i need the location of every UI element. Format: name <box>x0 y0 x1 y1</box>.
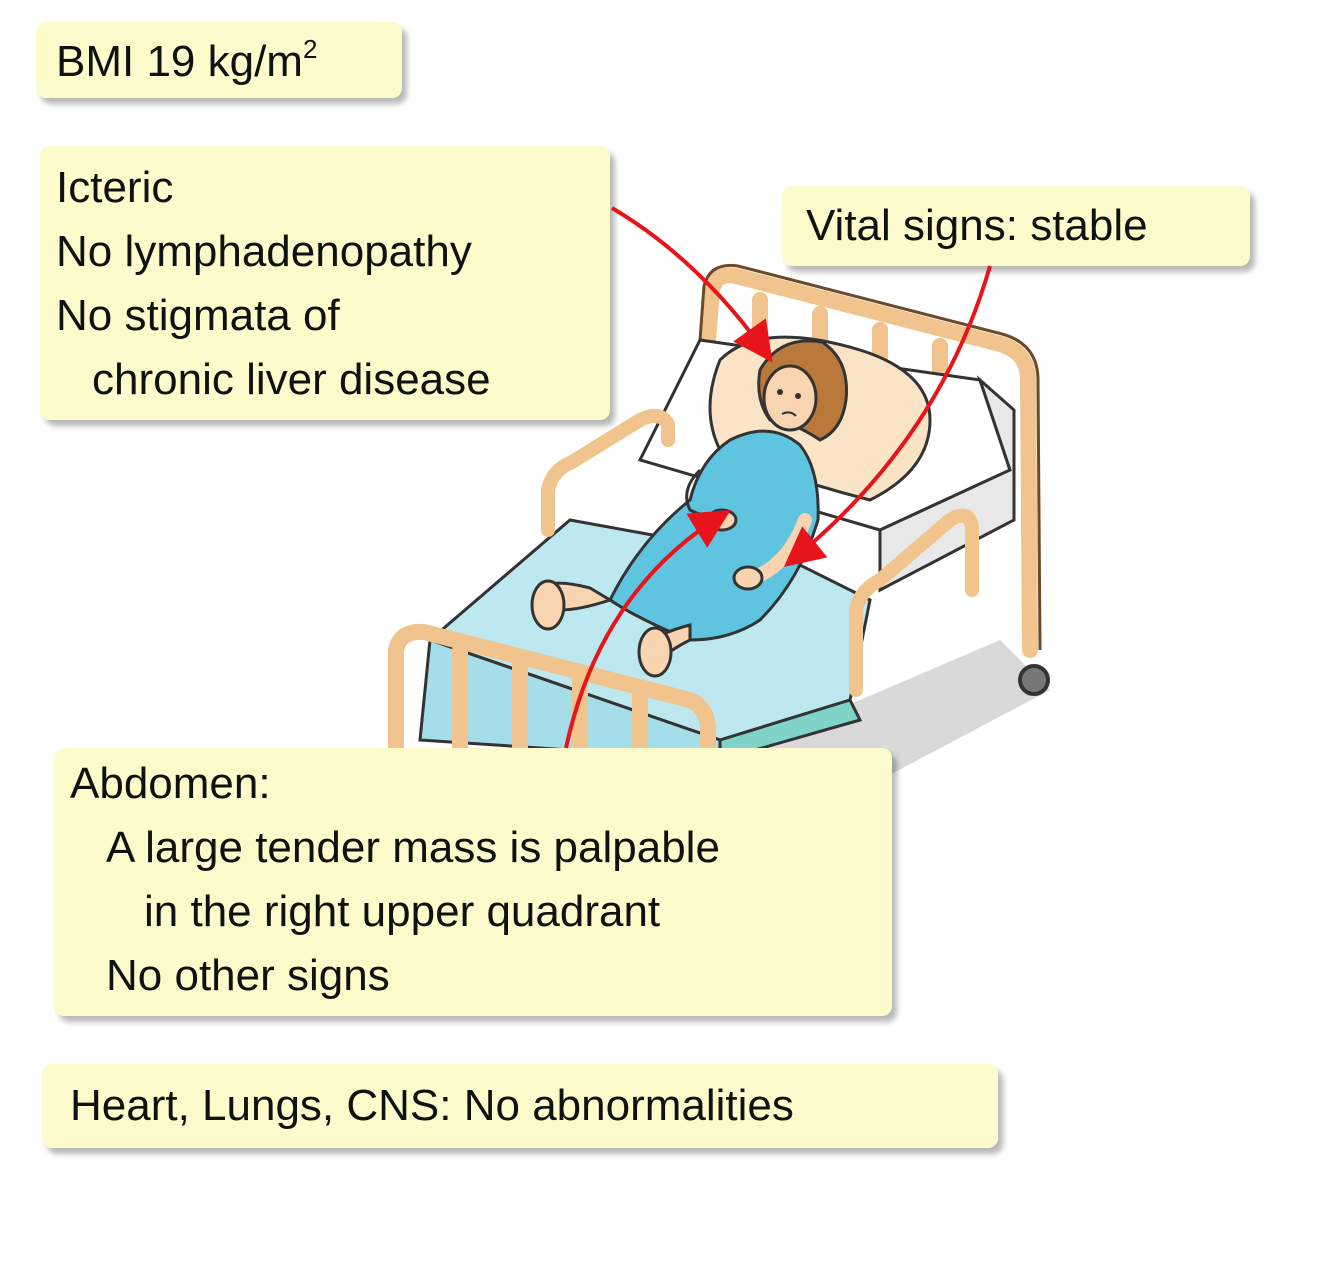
abdomen-finding-other: No other signs <box>106 951 390 1000</box>
head-finding-stigmata: No stigmata of <box>56 291 340 340</box>
abdomen-finding-location: in the right upper quadrant <box>144 887 661 936</box>
abdomen-heading: Abdomen: <box>70 759 271 808</box>
head-finding-liver-disease: chronic liver disease <box>92 355 491 404</box>
patient-eye-right <box>795 393 801 399</box>
patient-eye-left <box>777 389 783 395</box>
patient-face <box>762 364 818 432</box>
head-findings-callout: Icteric No lymphadenopathy No stigmata o… <box>40 146 610 420</box>
head-finding-icteric: Icteric <box>56 163 174 212</box>
systems-text: Heart, Lungs, CNS: No abnormalities <box>70 1081 794 1130</box>
patient-foot-left <box>530 579 566 631</box>
vital-signs-text: Vital signs: stable <box>806 201 1148 250</box>
bmi-superscript: 2 <box>302 34 318 64</box>
bmi-callout: BMI 19 kg/m2 <box>36 22 402 98</box>
bed-shadow <box>720 640 1050 780</box>
systems-callout: Heart, Lungs, CNS: No abnormalities <box>42 1064 998 1148</box>
patient-hand-left <box>706 508 738 532</box>
patient-hand-right <box>732 565 764 591</box>
bed-wheel <box>1018 664 1050 696</box>
abdomen-callout: Abdomen: A large tender mass is palpable… <box>54 748 892 1016</box>
vital-signs-callout: Vital signs: stable <box>782 186 1250 266</box>
abdomen-finding-mass: A large tender mass is palpable <box>106 823 720 872</box>
bmi-text: BMI 19 kg/m <box>56 37 303 86</box>
patient-foot-right <box>637 626 673 678</box>
head-finding-lymphadenopathy: No lymphadenopathy <box>56 227 472 276</box>
